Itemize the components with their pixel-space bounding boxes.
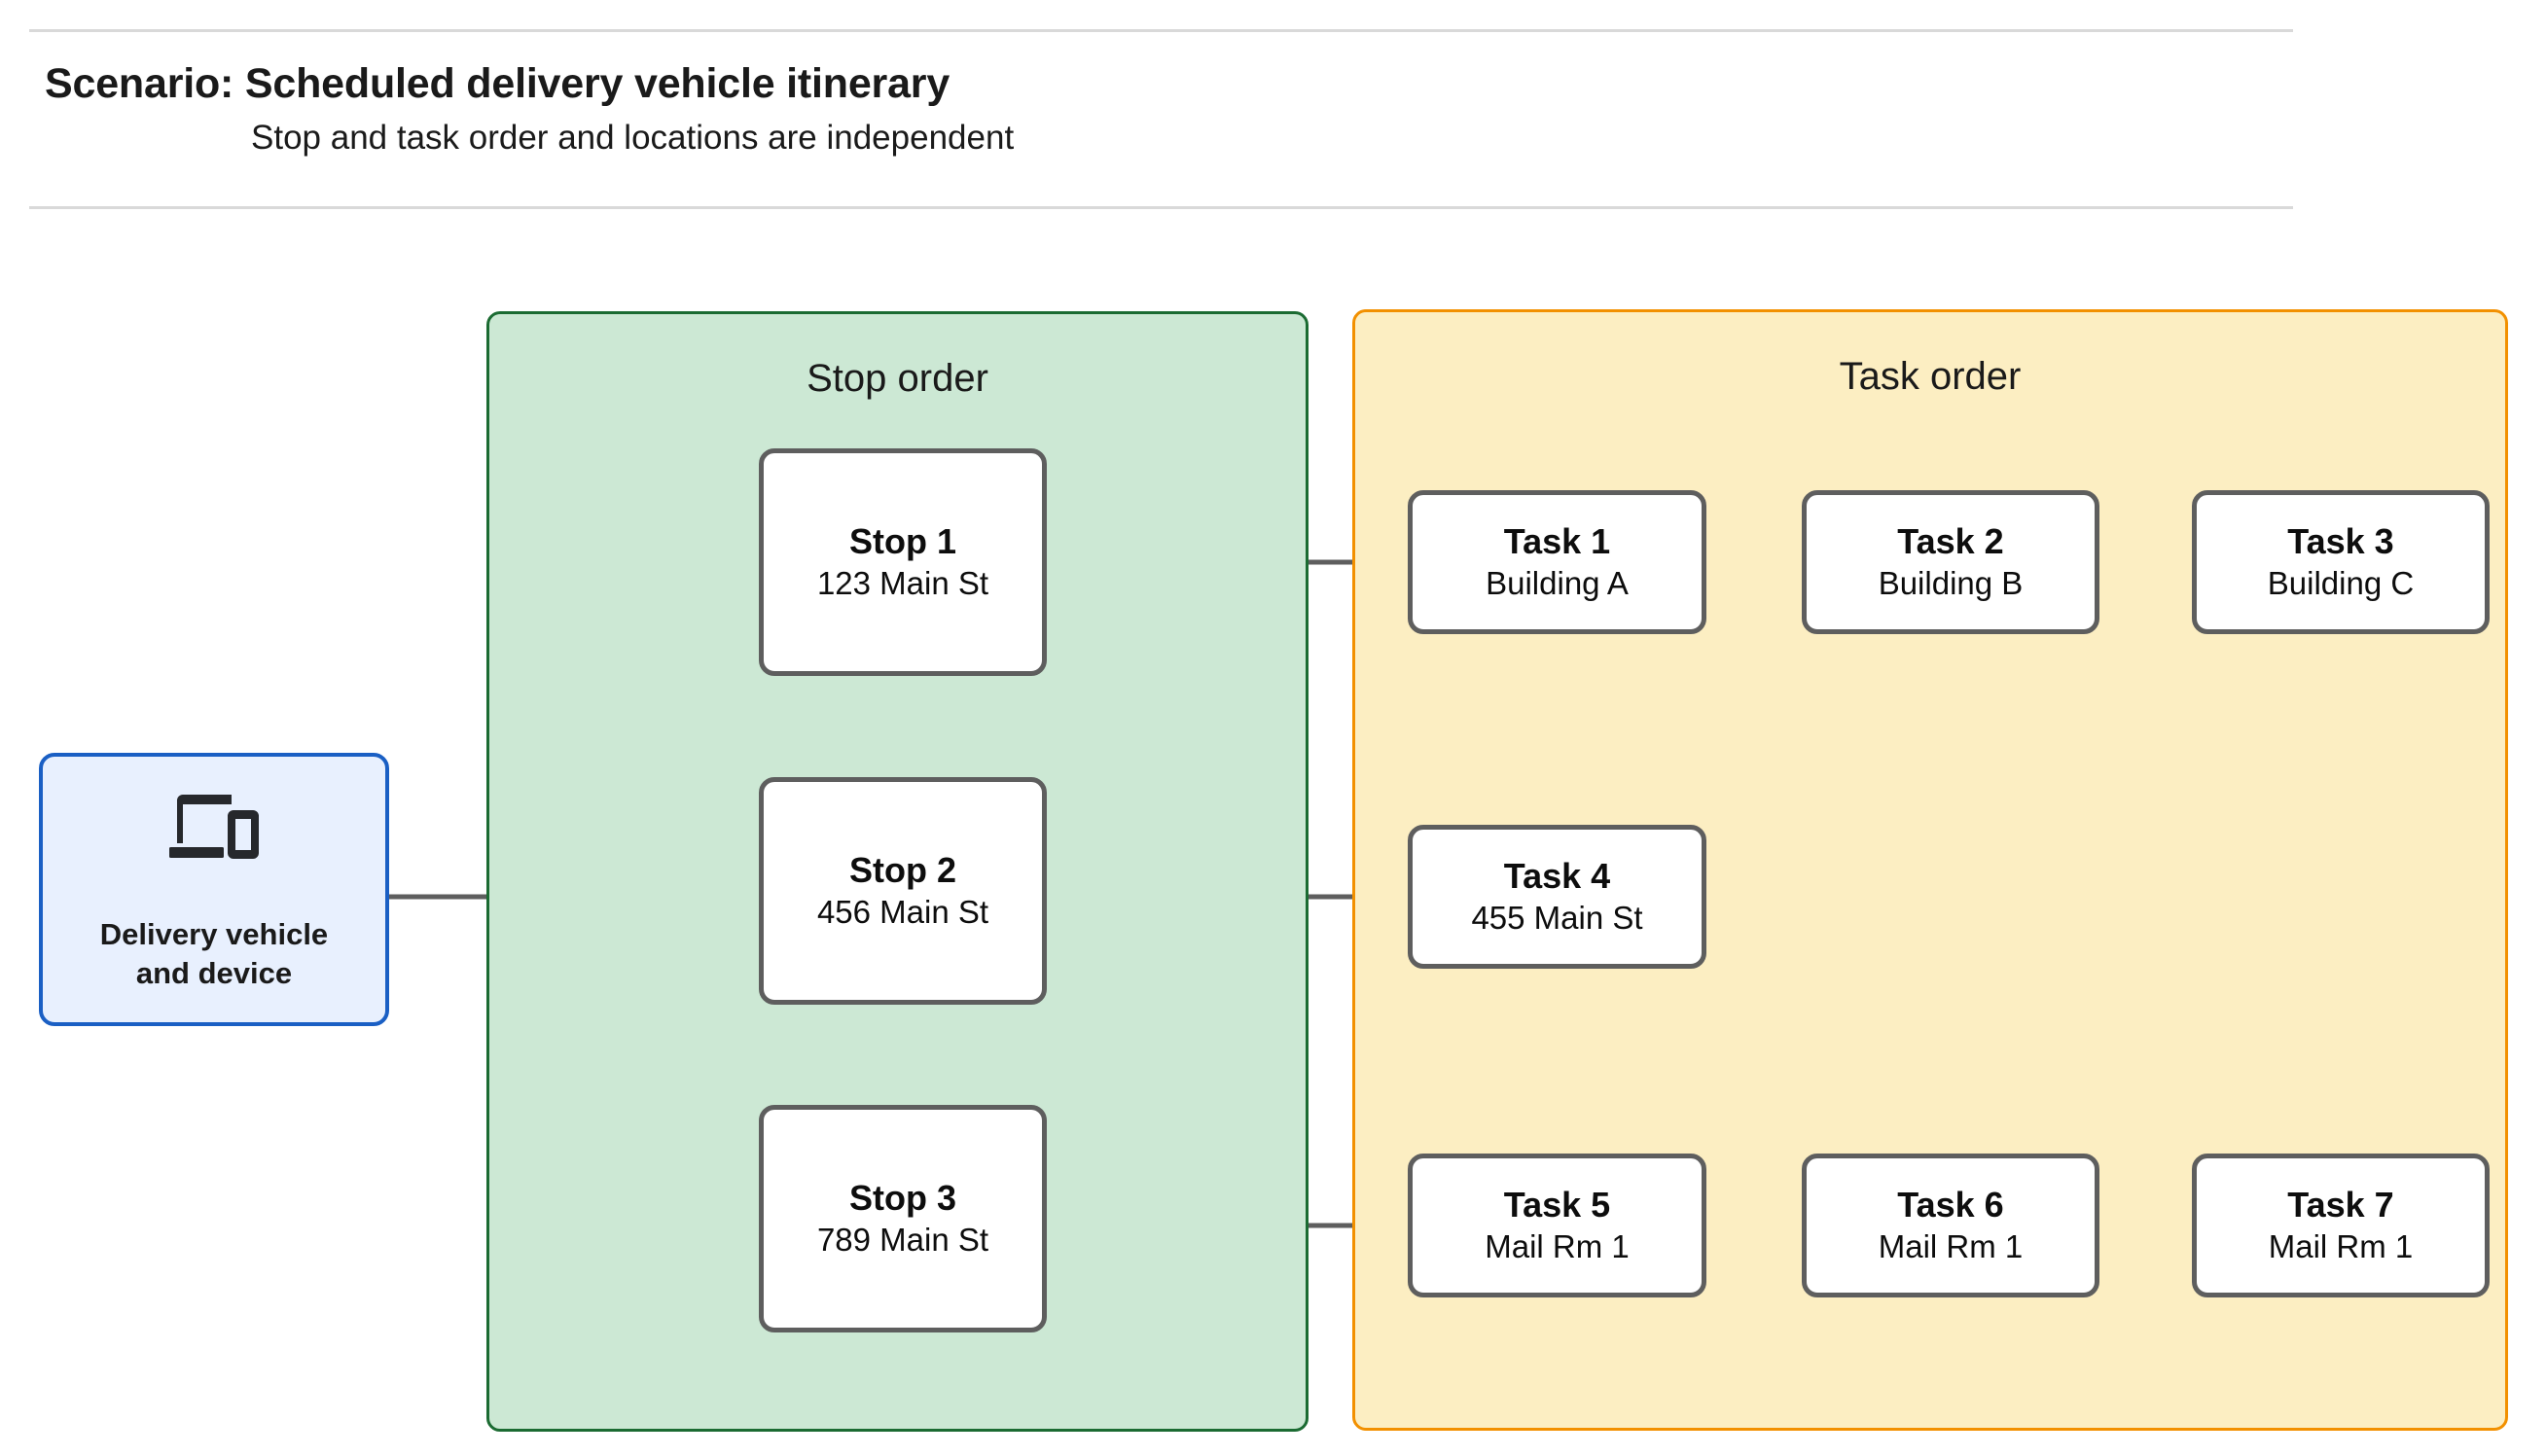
stop-node-3[interactable]: Stop 3 789 Main St — [759, 1105, 1047, 1332]
stop-node-3-address: 789 Main St — [816, 1221, 989, 1258]
stop-order-group-title: Stop order — [807, 357, 988, 400]
device-node-label: Delivery vehicle and device — [100, 915, 328, 992]
header-divider-top — [29, 29, 2293, 32]
task-node-6-location: Mail Rm 1 — [1878, 1227, 2024, 1264]
task-node-7-title: Task 7 — [2287, 1184, 2394, 1225]
stop-node-2-address: 456 Main St — [816, 893, 989, 930]
task-node-2-location: Building B — [1878, 564, 2024, 601]
page-subtitle: Stop and task order and locations are in… — [251, 119, 1015, 157]
task-node-7[interactable]: Task 7 Mail Rm 1 — [2192, 1154, 2490, 1297]
task-node-1-location: Building A — [1486, 564, 1629, 601]
task-node-1-title: Task 1 — [1503, 520, 1611, 561]
task-node-3-title: Task 3 — [2287, 520, 2394, 561]
task-node-7-location: Mail Rm 1 — [2268, 1227, 2414, 1264]
page-title: Scenario: Scheduled delivery vehicle iti… — [45, 60, 950, 107]
stop-node-3-title: Stop 3 — [848, 1177, 956, 1218]
task-node-5-title: Task 5 — [1503, 1184, 1611, 1225]
stop-node-1[interactable]: Stop 1 123 Main St — [759, 448, 1047, 676]
task-node-2[interactable]: Task 2 Building B — [1802, 490, 2099, 634]
task-node-3-location: Building C — [2267, 564, 2415, 601]
devices-icon — [169, 794, 259, 859]
task-node-5-location: Mail Rm 1 — [1485, 1227, 1630, 1264]
task-node-6[interactable]: Task 6 Mail Rm 1 — [1802, 1154, 2099, 1297]
task-node-4[interactable]: Task 4 455 Main St — [1408, 825, 1706, 969]
task-order-group-title: Task order — [1839, 355, 2022, 398]
task-node-4-location: 455 Main St — [1471, 899, 1643, 936]
stop-node-2-title: Stop 2 — [848, 849, 956, 890]
delivery-vehicle-and-device-node[interactable]: Delivery vehicle and device — [39, 753, 389, 1026]
stop-node-1-address: 123 Main St — [816, 564, 989, 601]
task-node-6-title: Task 6 — [1897, 1184, 2004, 1225]
device-label-line-1: Delivery vehicle — [99, 916, 329, 951]
task-node-3[interactable]: Task 3 Building C — [2192, 490, 2490, 634]
device-label-line-2: and device — [135, 955, 293, 990]
task-node-2-title: Task 2 — [1897, 520, 2004, 561]
task-node-5[interactable]: Task 5 Mail Rm 1 — [1408, 1154, 1706, 1297]
task-node-4-title: Task 4 — [1503, 855, 1611, 896]
task-node-1[interactable]: Task 1 Building A — [1408, 490, 1706, 634]
stop-node-2[interactable]: Stop 2 456 Main St — [759, 777, 1047, 1005]
header-divider-bottom — [29, 206, 2293, 209]
stop-node-1-title: Stop 1 — [848, 520, 956, 561]
